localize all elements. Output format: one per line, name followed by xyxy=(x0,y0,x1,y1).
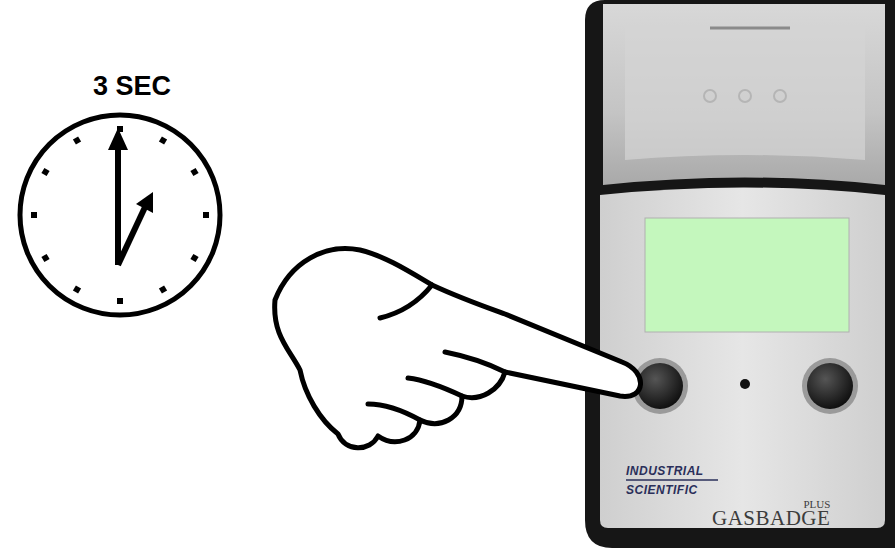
clock-tick xyxy=(190,254,198,262)
clock-tick xyxy=(159,136,167,144)
clock-tick xyxy=(159,285,167,293)
clock-tick xyxy=(203,212,209,218)
time-label: 3 SEC xyxy=(93,73,171,100)
product-name: GASBADGE xyxy=(712,508,830,529)
brand-text: INDUSTRIAL xyxy=(626,465,704,477)
clock-tick xyxy=(117,298,123,304)
gas-monitor xyxy=(585,0,895,548)
clock-tick xyxy=(31,212,37,218)
brand-text: SCIENTIFIC xyxy=(626,484,698,496)
clock-tick xyxy=(73,285,81,293)
clock-tick xyxy=(41,254,49,262)
clock-tick xyxy=(41,168,49,176)
clock-tick xyxy=(73,136,81,144)
clock-tick xyxy=(190,168,198,176)
product-suffix: PLUS xyxy=(803,499,830,510)
clock xyxy=(20,115,220,315)
pointing-hand xyxy=(275,249,641,448)
